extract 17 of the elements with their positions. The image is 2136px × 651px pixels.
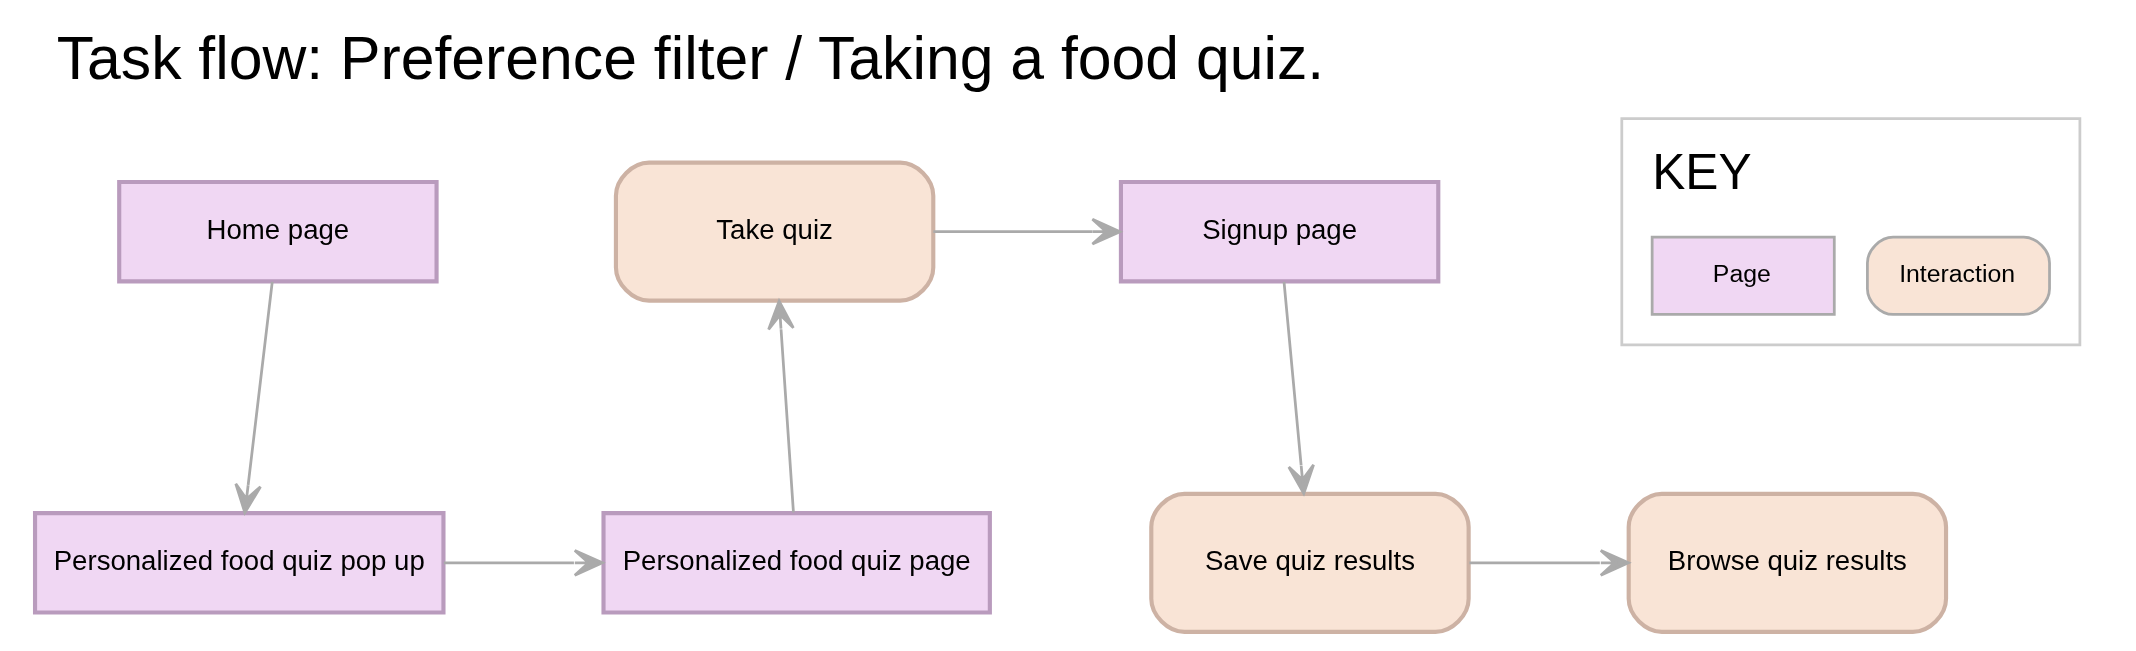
node-box: Take quiz (613, 160, 935, 303)
node-box: Home page (116, 179, 439, 284)
arrow (932, 217, 1121, 246)
node-box: Personalized food quiz page (600, 511, 992, 615)
node-box: Browse quiz results (1626, 491, 1948, 634)
arrow (1468, 549, 1630, 577)
legend-label: Page (1712, 259, 1771, 287)
node-box: Signup page (1118, 179, 1440, 284)
arrow (1282, 281, 1315, 495)
label: KEY (1651, 143, 1752, 200)
node-box: Personalized food quiz pop up (32, 511, 446, 615)
node-box: Save quiz results (1148, 491, 1471, 634)
arrow (443, 549, 604, 577)
arrow (233, 281, 274, 515)
legend-label: Interaction (1898, 259, 2015, 287)
arrow (766, 299, 795, 513)
diagram-title: Task flow: Preference filter / Taking a food quiz. (56, 23, 1324, 92)
